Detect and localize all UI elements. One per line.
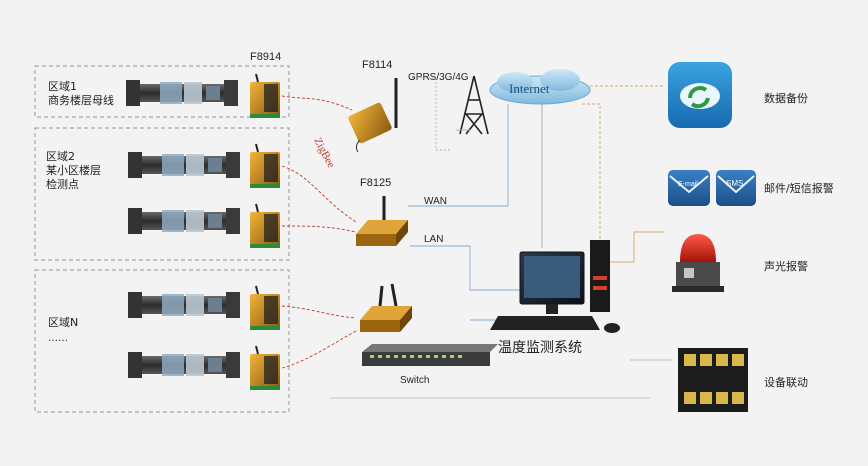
busbar-icon xyxy=(126,80,238,106)
cell-tower-icon xyxy=(459,75,489,135)
f8914-sensor-icon xyxy=(249,143,281,189)
router-icon xyxy=(360,283,412,332)
f8125-label: F8125 xyxy=(360,177,391,189)
busbar-icon xyxy=(128,352,240,378)
network-switch-icon xyxy=(362,344,498,366)
alarm-light-label: 声光报警 xyxy=(764,259,808,273)
f8125-router-icon xyxy=(356,196,408,246)
f8914-sensor-icon xyxy=(249,73,281,119)
zone-1-name: 区域1 xyxy=(48,80,77,93)
lan-label: LAN xyxy=(424,234,443,245)
system-label: 温度监测系统 xyxy=(498,340,582,356)
zigbee-label: ZigBee xyxy=(311,136,337,170)
zone-frame-2 xyxy=(34,127,290,261)
zone-2-desc: 某小区楼层 xyxy=(46,163,101,177)
zone-1-desc: 商务楼层母线 xyxy=(48,93,114,107)
zigbee-links xyxy=(281,95,359,369)
backup-label: 数据备份 xyxy=(764,91,808,105)
gprs-label: GPRS/3G/4G xyxy=(408,72,469,83)
zone-2-desc-2: 检测点 xyxy=(46,177,79,191)
zone-frame-1 xyxy=(34,65,290,118)
internet-label: Internet xyxy=(509,81,550,96)
relay-icon xyxy=(678,348,748,412)
monitoring-computer-icon xyxy=(490,240,620,333)
zone-n-desc: …… xyxy=(48,333,68,344)
busbar-icon xyxy=(128,152,240,178)
internet-cloud-icon xyxy=(489,69,591,105)
zone-n-name: 区域N xyxy=(48,316,78,329)
zone-frame-n xyxy=(34,269,290,413)
f8914-sensor-icon xyxy=(249,285,281,331)
wan-label: WAN xyxy=(424,196,447,207)
f8914-sensor-icon xyxy=(249,203,281,249)
f8114-device-icon xyxy=(348,78,398,153)
alarm-light-icon xyxy=(672,234,724,292)
linkage-label: 设备联动 xyxy=(764,375,808,389)
sms-badge: SMS xyxy=(726,179,743,188)
data-backup-icon xyxy=(668,62,732,128)
email-icon: E-mail xyxy=(668,170,710,206)
f8114-label: F8114 xyxy=(362,59,392,71)
switch-label: Switch xyxy=(400,375,429,386)
zone-2-name: 区域2 xyxy=(46,150,75,163)
f8914-sensor-icon xyxy=(249,345,281,391)
busbar-icon xyxy=(128,208,240,234)
network-links xyxy=(330,77,672,399)
busbar-icon xyxy=(128,292,240,318)
f8914-label: F8914 xyxy=(250,51,281,63)
email-badge: E-mail xyxy=(678,181,698,188)
alarm-msg-label: 邮件/短信报警 xyxy=(764,181,834,195)
sms-icon: SMS xyxy=(716,170,756,206)
